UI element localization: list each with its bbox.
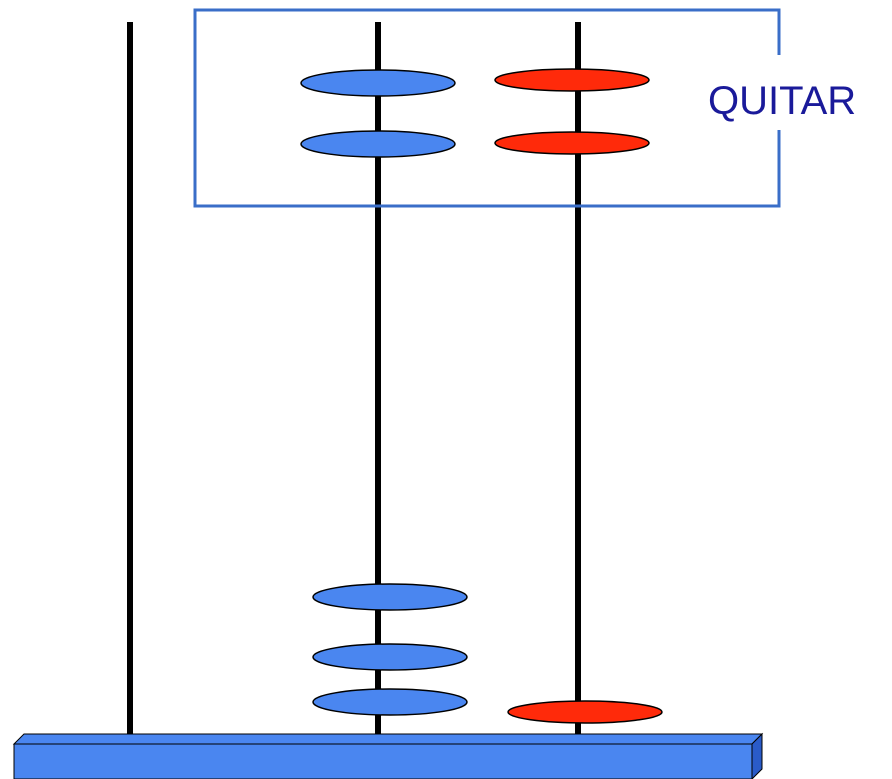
base-board-side — [751, 732, 763, 779]
bead-blue-stacked — [312, 583, 468, 611]
bead-red-removed — [494, 131, 650, 155]
quitar-label: QUITAR — [708, 79, 856, 123]
base-board-front — [13, 743, 753, 779]
removal-frame — [193, 8, 781, 208]
bead-blue-stacked — [312, 688, 468, 716]
bead-blue-removed — [300, 130, 456, 158]
base-board-top — [12, 733, 764, 745]
bead-blue-stacked — [312, 643, 468, 671]
bead-blue-removed — [300, 69, 456, 97]
bead-red-stacked — [507, 700, 663, 724]
bead-red-removed — [494, 68, 650, 92]
base-board — [12, 732, 764, 779]
